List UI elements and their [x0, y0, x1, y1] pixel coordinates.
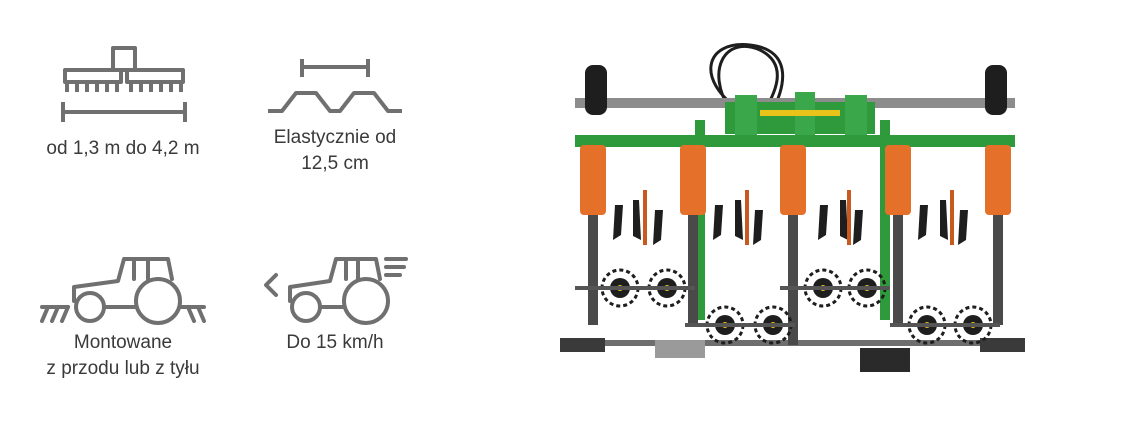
feature-label: Montowane z przodu lub z tyłu — [46, 332, 200, 379]
feature-label: Elastycznie od 12,5 cm — [273, 127, 397, 174]
hoe-machine-illustration — [560, 43, 1025, 372]
row-spacing-icon — [268, 59, 402, 113]
feature-label: Do 15 km/h — [286, 332, 384, 353]
working-width-icon — [61, 46, 187, 122]
feature-working-width: od 1,3 m do 4,2 m — [28, 40, 218, 162]
feature-mounting: Montowane z przodu lub z tyłu — [28, 245, 218, 382]
tractor-speed-icon — [264, 257, 408, 325]
feature-row-spacing: Elastycznie od 12,5 cm — [250, 55, 420, 177]
tractor-mounted-icon — [40, 257, 206, 325]
feature-label: od 1,3 m do 4,2 m — [46, 138, 200, 159]
feature-speed: Do 15 km/h — [250, 245, 420, 356]
